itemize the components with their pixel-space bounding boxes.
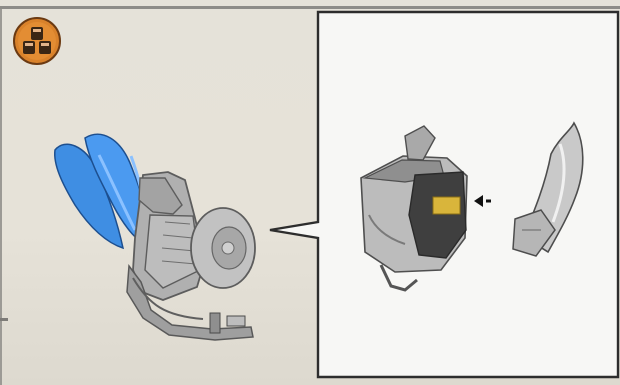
dashed-arrow-left-icon bbox=[474, 195, 491, 207]
claw-attachment-detail-icon bbox=[345, 120, 605, 300]
